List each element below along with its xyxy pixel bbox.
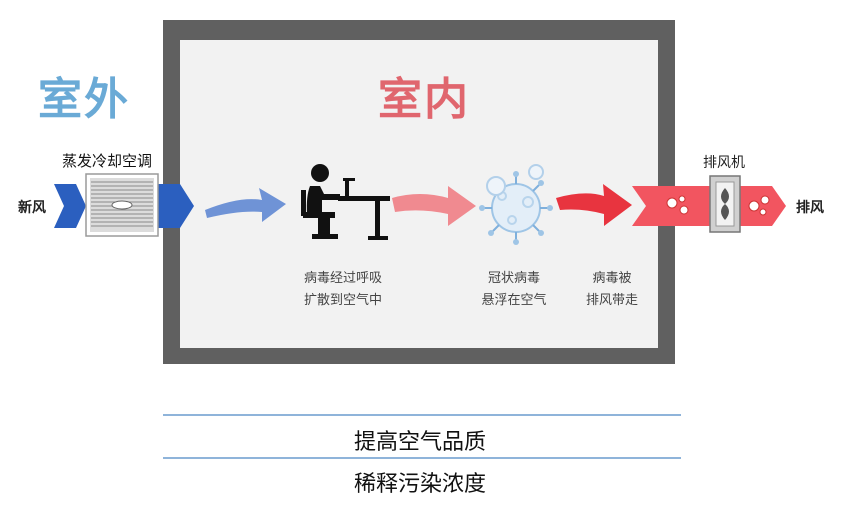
exhaust-fan-icon — [709, 175, 741, 233]
divider-bottom — [163, 457, 681, 459]
airflow-pink-arrow-icon — [392, 186, 476, 226]
step-caption-line: 悬浮在空气 — [481, 293, 547, 308]
indoor-label: 室内 — [378, 74, 470, 125]
exhaust-fan-label: 排风机 — [703, 155, 745, 171]
step-caption-removed: 病毒被 排风带走 — [570, 268, 654, 312]
exhaust-label: 排风 — [796, 200, 824, 216]
airflow-blue-arrow-icon — [205, 188, 286, 222]
airflow-red-arrow-icon — [556, 184, 632, 226]
outdoor-label: 室外 — [38, 74, 130, 125]
benefit-air-quality: 提高空气品质 — [353, 430, 486, 455]
coronavirus-icon — [479, 164, 553, 245]
ac-outlet-arrow — [150, 184, 194, 228]
step-caption-line: 扩散到空气中 — [303, 293, 382, 308]
step-caption-spread: 病毒经过呼吸 扩散到空气中 — [288, 268, 398, 312]
exhaust-duct — [632, 186, 786, 226]
step-caption-line: 冠状病毒 — [487, 271, 540, 286]
benefit-dilute-pollution: 稀释污染浓度 — [353, 472, 486, 497]
step-caption-suspend: 冠状病毒 悬浮在空气 — [464, 268, 564, 312]
evaporative-ac-unit-icon — [85, 173, 159, 237]
person-at-desk-icon — [301, 164, 390, 240]
step-caption-line: 病毒被 — [592, 271, 632, 286]
step-caption-line: 排风带走 — [585, 293, 638, 308]
fresh-air-label: 新风 — [18, 200, 46, 216]
divider-top — [163, 414, 681, 416]
fresh-air-arrow — [54, 184, 86, 228]
ac-unit-label: 蒸发冷却空调 — [62, 152, 153, 170]
step-caption-line: 病毒经过呼吸 — [303, 271, 382, 286]
